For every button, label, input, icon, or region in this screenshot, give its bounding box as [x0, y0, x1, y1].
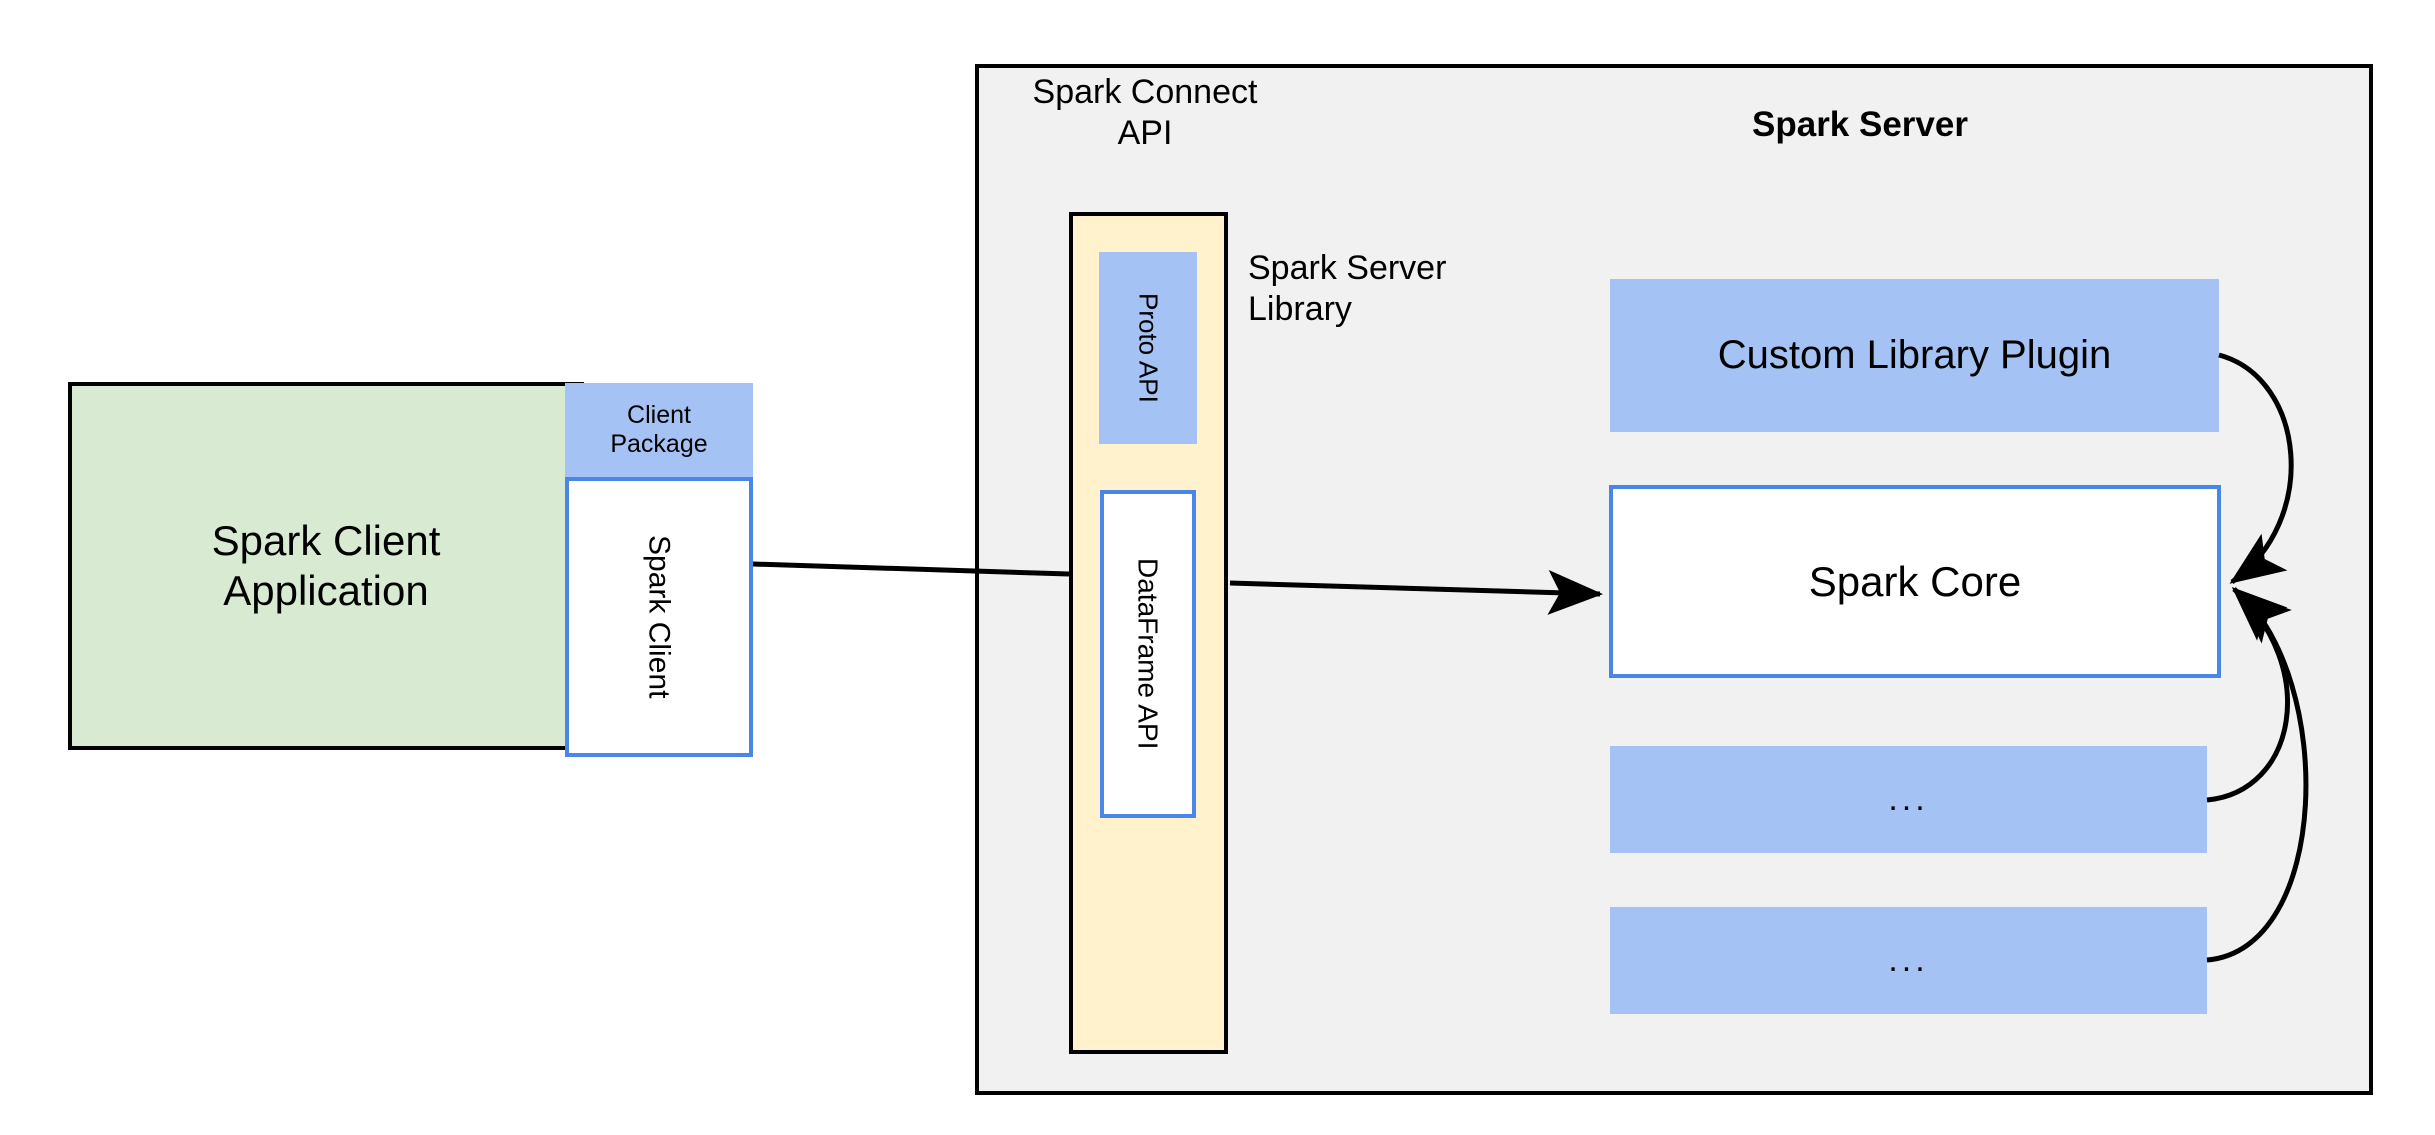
proto-api-box: Proto API: [1099, 252, 1197, 444]
dataframe-api-box: DataFrame API: [1100, 490, 1196, 818]
custom-library-plugin-label: Custom Library Plugin: [1717, 332, 2112, 377]
spark-core-label: Spark Core: [1808, 557, 2022, 605]
placeholder-component-box-2: ...: [1610, 907, 2207, 1014]
spark-core-box: Spark Core: [1609, 485, 2221, 678]
spark-server-library-label: Spark Server Library: [1248, 249, 1447, 328]
spark-client-label: Spark Client: [642, 535, 676, 699]
spark-connect-api-label: Spark Connect API: [1032, 73, 1258, 152]
client-package-box: Client Package: [565, 383, 753, 477]
dataframe-api-label: DataFrame API: [1132, 558, 1164, 750]
spark-client-box: Spark Client: [565, 477, 753, 757]
placeholder-label-1: ...: [1888, 780, 1929, 819]
spark-client-application-box: Spark Client Application: [68, 382, 584, 750]
spark-client-application-label: Spark Client Application: [211, 517, 441, 614]
spark-server-title: Spark Server: [1752, 105, 1968, 144]
placeholder-label-2: ...: [1888, 941, 1929, 980]
placeholder-component-box-1: ...: [1610, 746, 2207, 853]
client-package-label: Client Package: [610, 400, 708, 459]
proto-api-label: Proto API: [1133, 293, 1164, 403]
custom-library-plugin-box: Custom Library Plugin: [1610, 279, 2219, 432]
